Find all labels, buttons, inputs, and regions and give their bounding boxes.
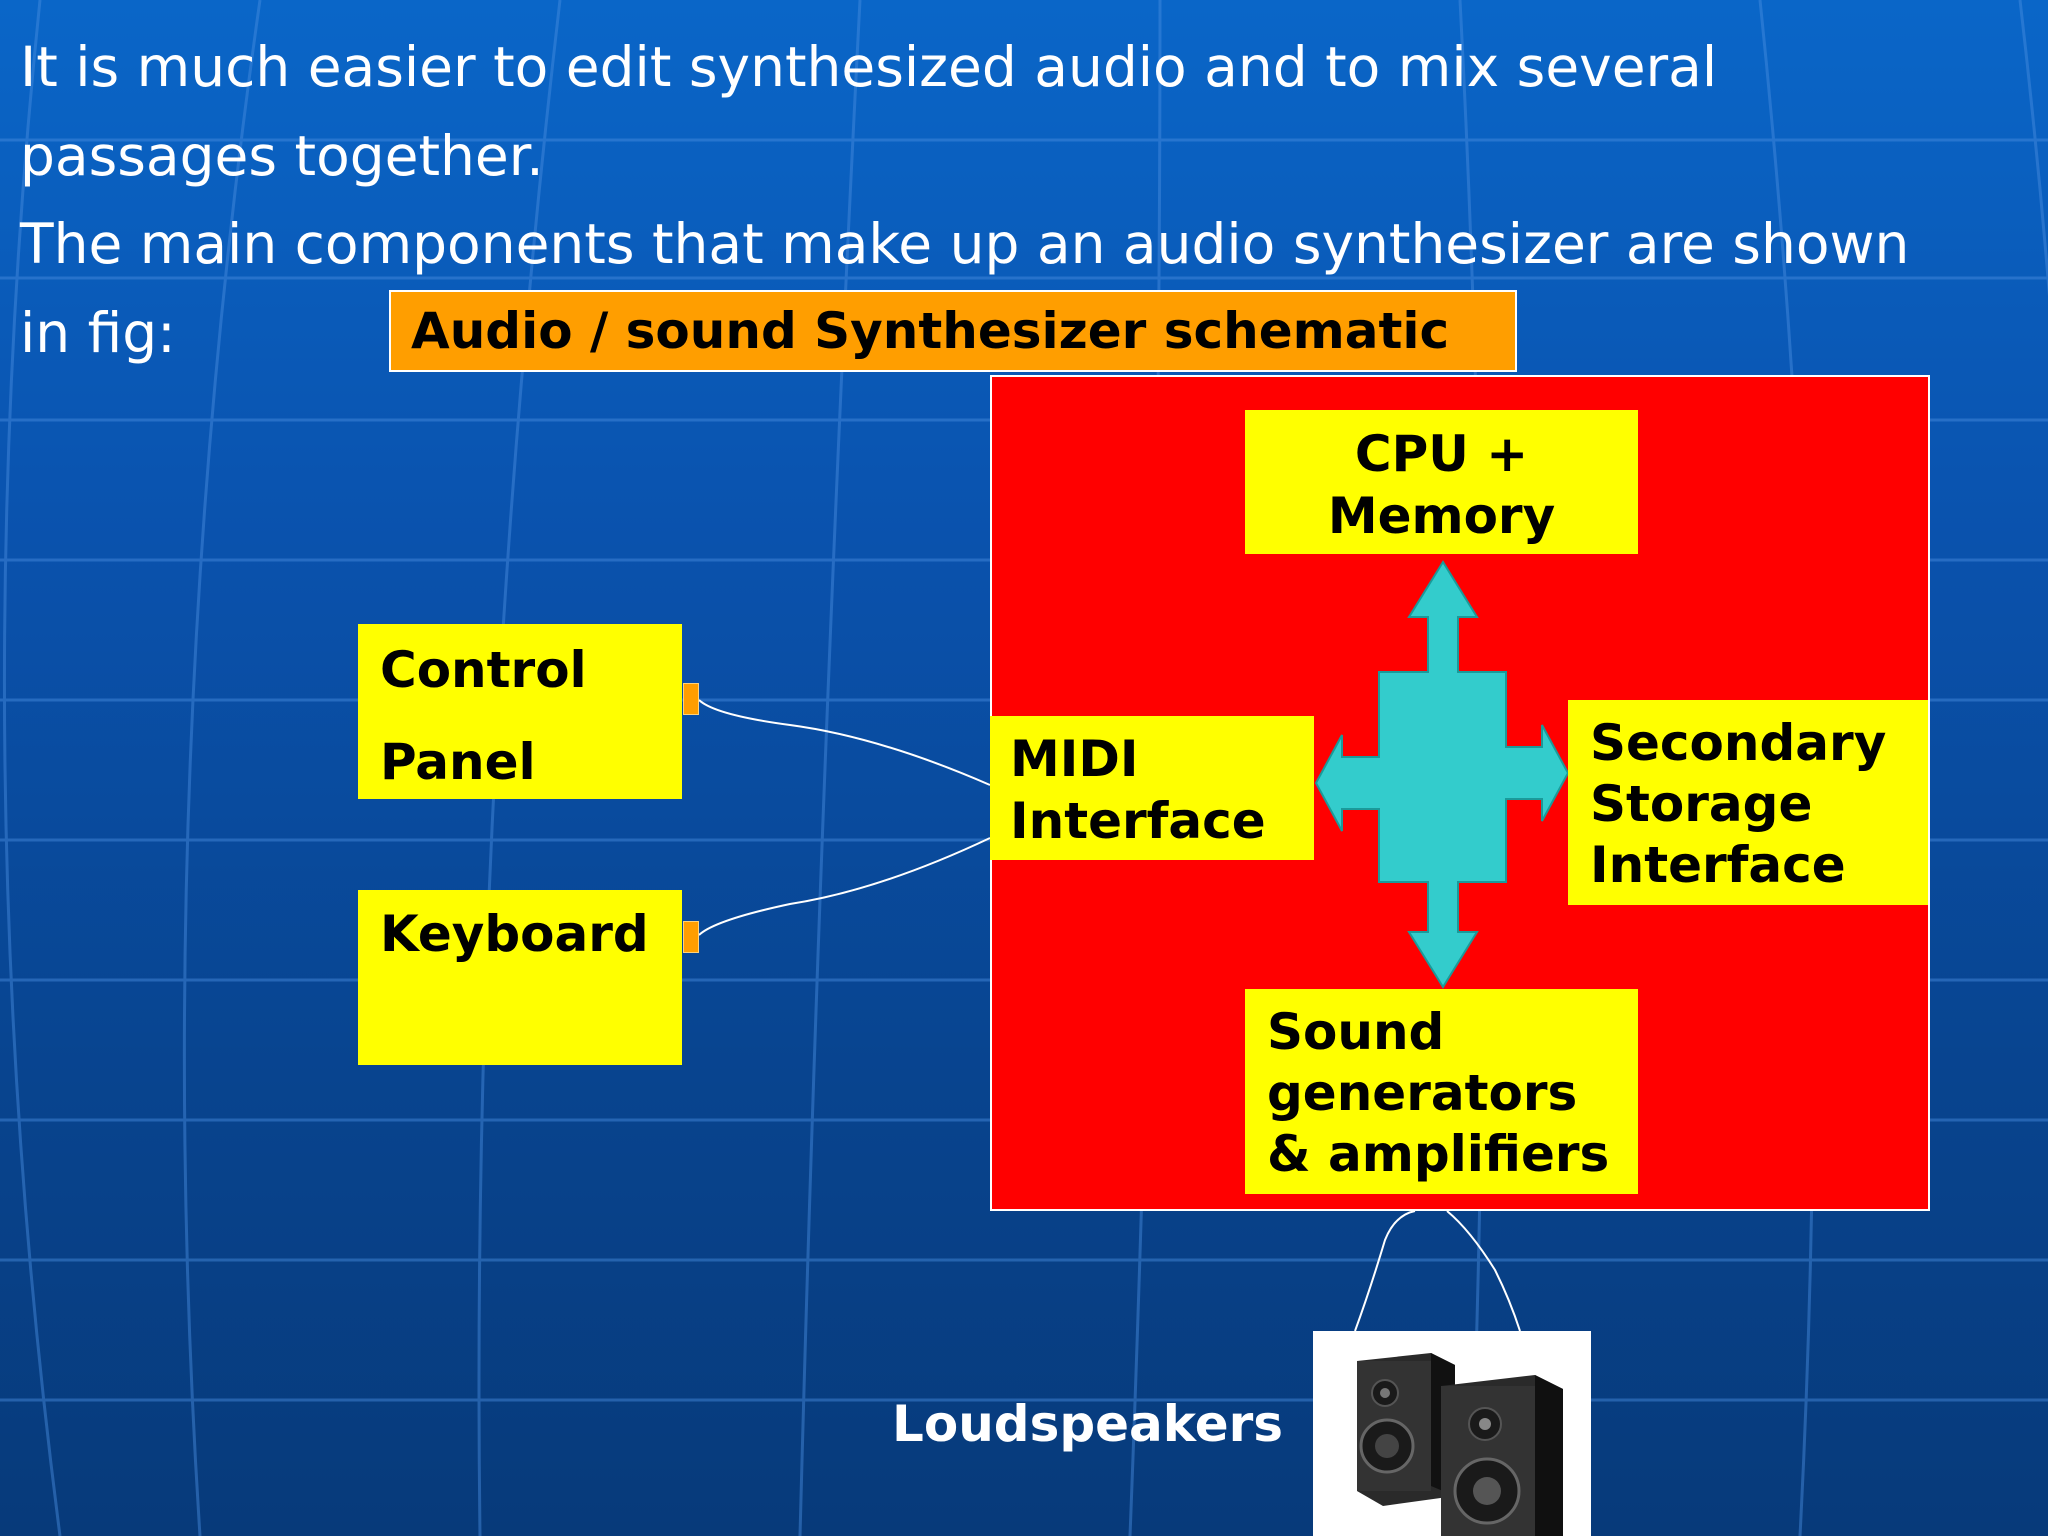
midi-interface-node: MIDI Interface (990, 716, 1314, 860)
sound-generators-node: Sound generators & amplifiers (1245, 989, 1638, 1194)
sound-label-line-3: & amplifiers (1267, 1125, 1610, 1183)
loudspeakers-icon (1313, 1331, 1591, 1536)
diagram-title-text: Audio / sound Synthesizer schematic (411, 302, 1450, 360)
intro-paragraph: It is much easier to edit synthesized au… (20, 23, 1717, 201)
secondary-storage-node: Secondary Storage Interface (1568, 700, 1928, 905)
intro-line-1: It is much easier to edit synthesized au… (20, 35, 1718, 99)
midi-label-line-2: Interface (1010, 792, 1266, 850)
cpu-label-line-1: CPU + (1354, 425, 1529, 483)
components-paragraph: The main components that make up an audi… (20, 200, 1909, 378)
diagram-title: Audio / sound Synthesizer schematic (389, 290, 1517, 372)
control-panel-port (683, 683, 699, 715)
four-way-arrow-icon (1314, 560, 1570, 989)
sound-label-line-2: generators (1267, 1064, 1578, 1122)
intro-line-2: passages together. (20, 124, 544, 188)
secondary-label-line-3: Interface (1590, 836, 1846, 894)
midi-label-line-1: MIDI (1010, 730, 1139, 788)
keyboard-port (683, 921, 699, 953)
loudspeakers-image (1313, 1331, 1591, 1536)
components-line-1: The main components that make up an audi… (20, 212, 1910, 276)
control-to-midi-line (698, 699, 991, 786)
sound-to-speaker-line-right (1446, 1210, 1521, 1332)
control-label-line-2: Panel (380, 733, 536, 791)
cpu-memory-node: CPU + Memory (1245, 410, 1638, 554)
sound-to-speaker-line-left (1354, 1210, 1416, 1332)
loudspeakers-label: Loudspeakers (892, 1395, 1284, 1453)
cpu-label-line-2: Memory (1327, 487, 1556, 545)
keyboard-to-midi-line (698, 837, 991, 936)
keyboard-node: Keyboard (358, 890, 682, 1065)
secondary-label-line-1: Secondary (1590, 714, 1887, 772)
control-panel-node: Control Panel (358, 624, 682, 799)
keyboard-label: Keyboard (380, 905, 649, 963)
components-line-2: in fig: (20, 301, 176, 365)
control-label-line-1: Control (380, 641, 587, 699)
sound-label-line-1: Sound (1267, 1003, 1445, 1061)
secondary-label-line-2: Storage (1590, 775, 1813, 833)
